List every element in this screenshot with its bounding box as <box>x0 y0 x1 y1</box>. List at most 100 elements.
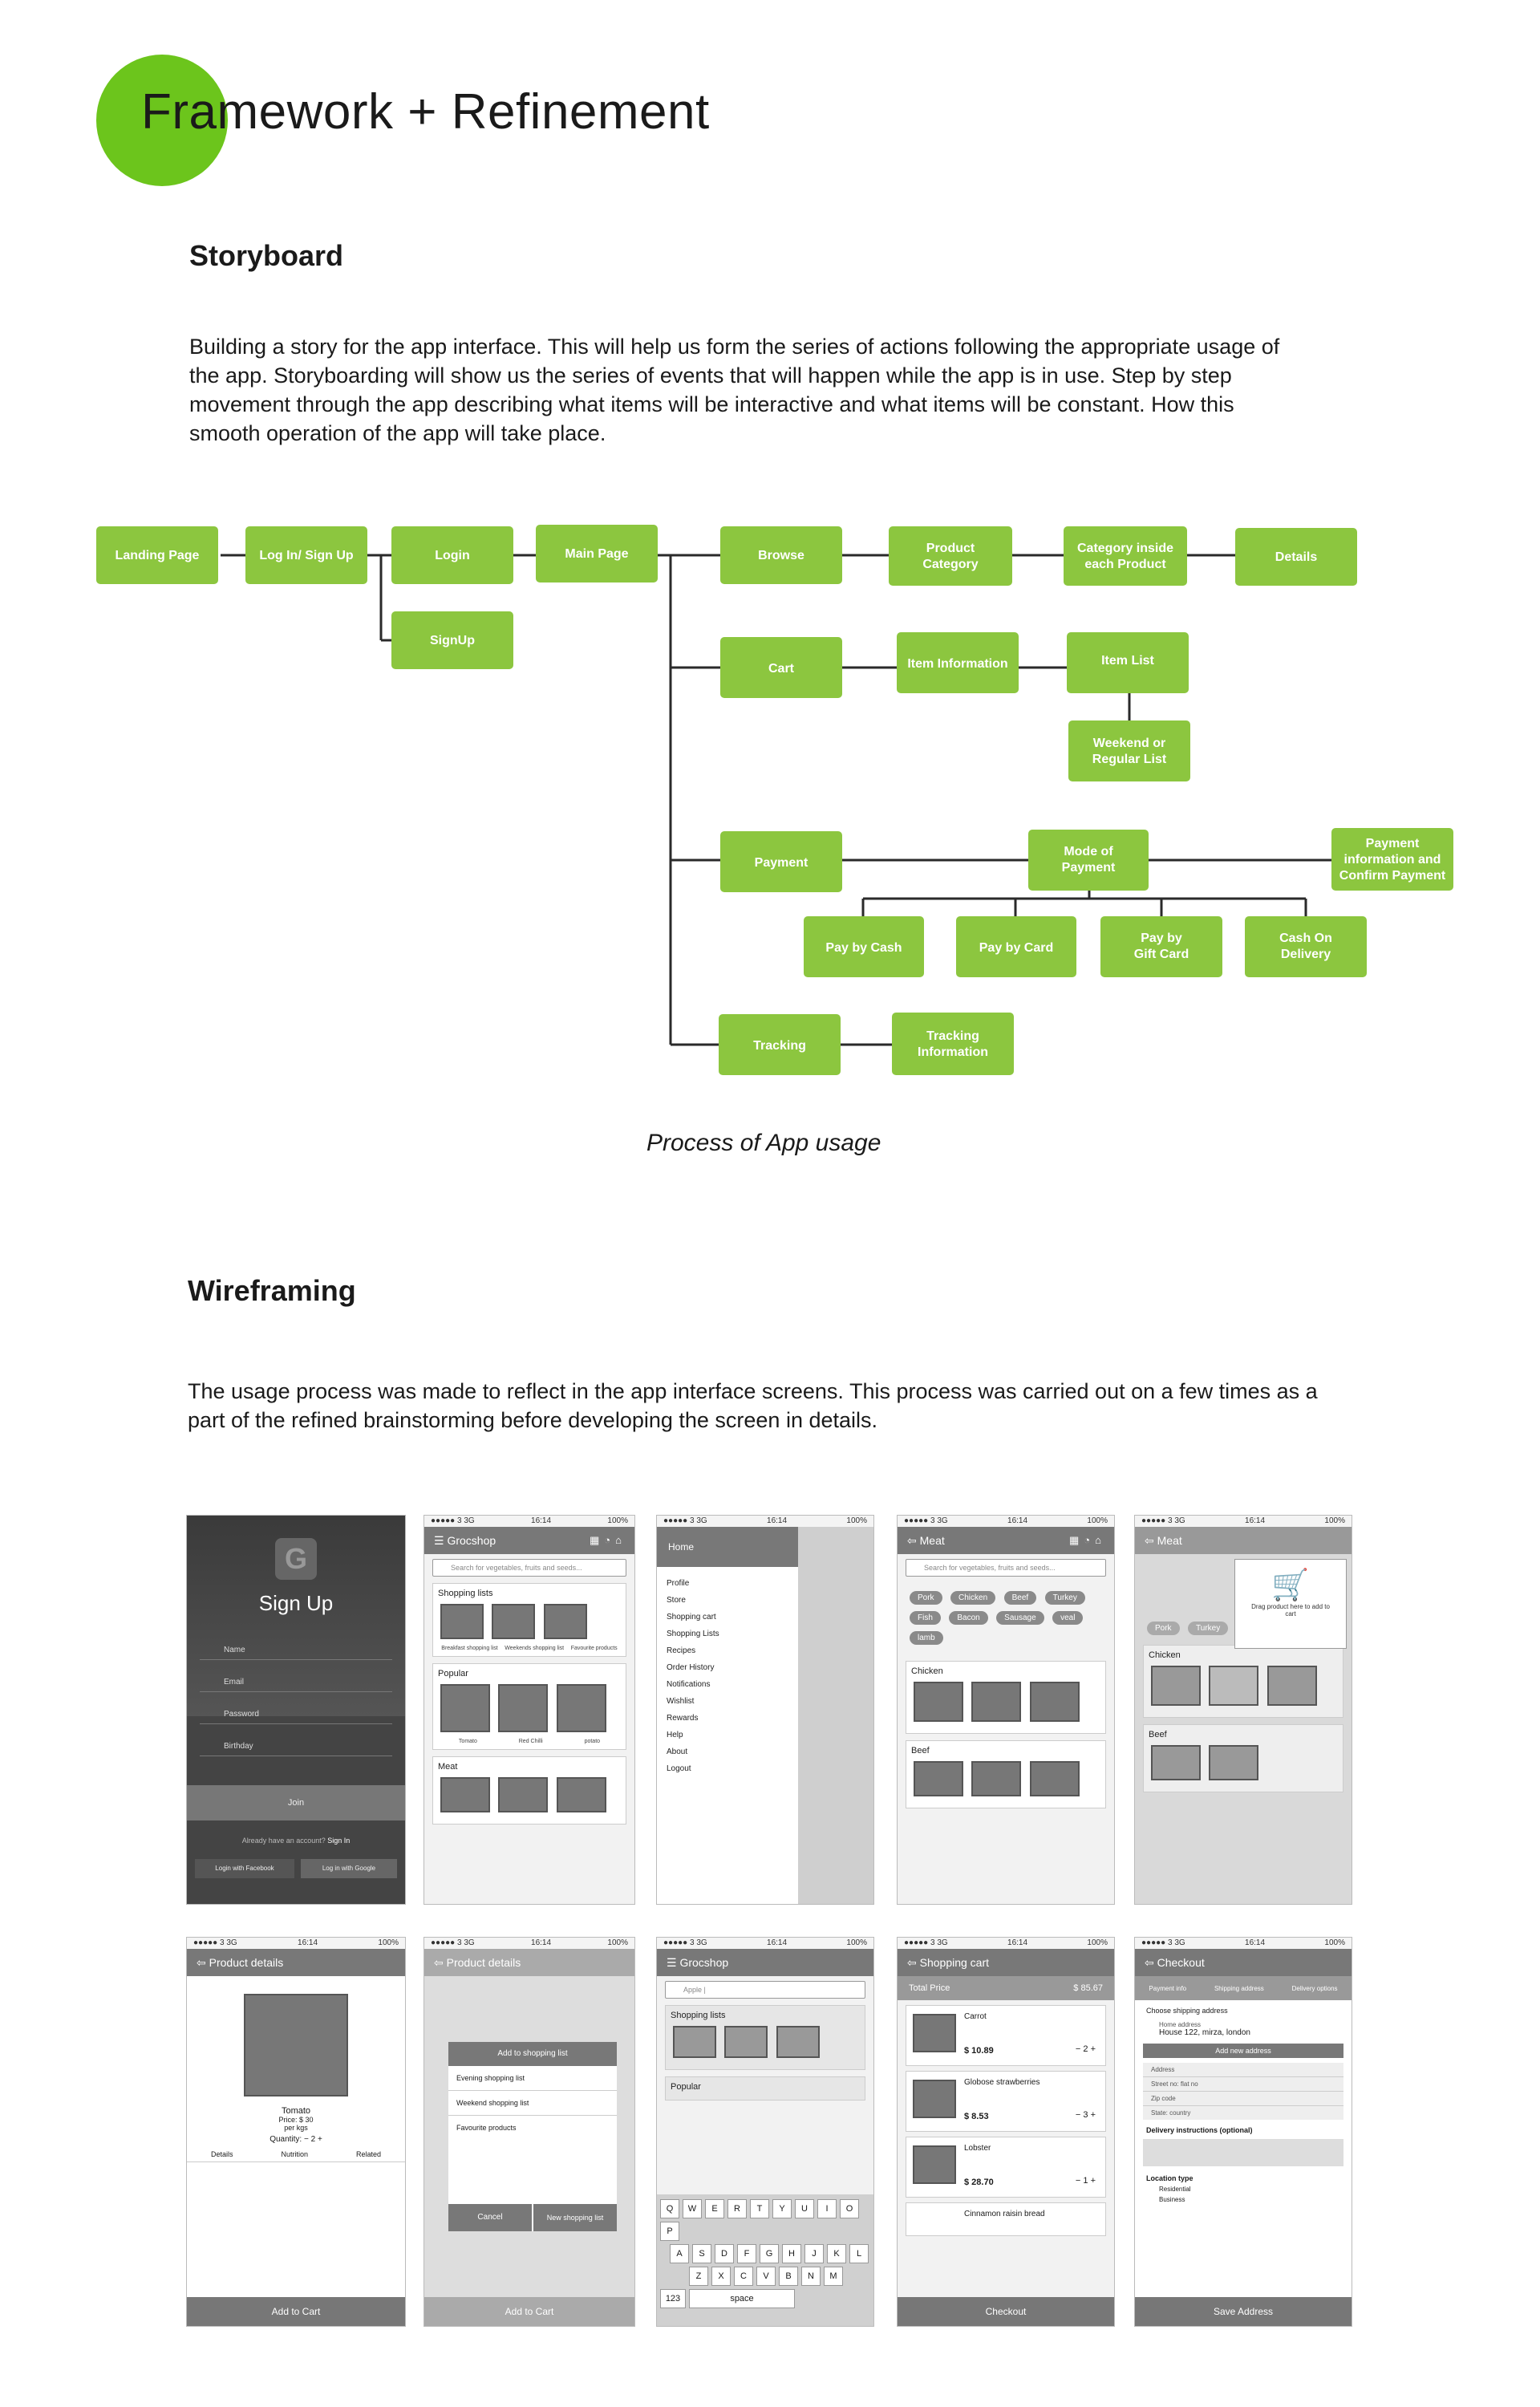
key[interactable]: L <box>849 2244 869 2263</box>
product-thumb[interactable] <box>971 1682 1022 1722</box>
list-option[interactable]: Favourite products <box>456 2124 517 2132</box>
address-field[interactable]: Address <box>1143 2063 1343 2077</box>
quantity-stepper[interactable]: Quantity: − 2 + <box>270 2135 322 2144</box>
list-thumb[interactable] <box>440 1604 484 1639</box>
appbar-actions[interactable]: ▦◔⌂ <box>590 1534 626 1546</box>
pill[interactable]: Turkey <box>1044 1591 1085 1605</box>
qty-stepper[interactable]: − 1 + <box>1075 2176 1096 2186</box>
numbers-key[interactable]: 123 <box>660 2289 686 2308</box>
qty-stepper[interactable]: − 3 + <box>1075 2110 1096 2120</box>
key[interactable]: V <box>756 2267 776 2286</box>
product-thumb[interactable] <box>1266 1666 1317 1706</box>
key[interactable]: N <box>801 2267 821 2286</box>
key[interactable]: J <box>804 2244 824 2263</box>
step-payment[interactable]: Payment info <box>1149 1984 1187 1992</box>
step-shipping[interactable]: Shipping address <box>1214 1984 1264 1992</box>
cancel-button[interactable]: Cancel <box>448 2204 532 2231</box>
pill[interactable]: veal <box>1052 1611 1084 1625</box>
key[interactable]: Q <box>660 2199 679 2218</box>
list-thumb[interactable] <box>492 1604 536 1639</box>
key[interactable]: T <box>750 2199 769 2218</box>
product-thumb[interactable] <box>498 1777 549 1812</box>
menu-item-shopping-cart[interactable]: Shopping cart <box>667 1613 716 1622</box>
tab-nutrition[interactable]: Nutrition <box>281 2150 308 2158</box>
pill[interactable]: Chicken <box>950 1591 996 1605</box>
save-address-button[interactable]: Save Address <box>1135 2297 1352 2326</box>
list-thumb[interactable] <box>724 2026 768 2058</box>
pill[interactable]: Fish <box>910 1611 941 1625</box>
menu-item-recipes[interactable]: Recipes <box>667 1646 696 1655</box>
product-thumb[interactable] <box>1029 1682 1080 1722</box>
step-delivery[interactable]: Delivery options <box>1291 1984 1338 1992</box>
product-thumb[interactable] <box>498 1684 549 1732</box>
list-option[interactable]: Weekend shopping list <box>448 2091 617 2116</box>
product-thumb[interactable] <box>440 1684 490 1732</box>
pill[interactable]: Pork <box>910 1591 942 1605</box>
menu-item-about[interactable]: About <box>667 1747 688 1756</box>
list-option[interactable]: Evening shopping list <box>448 2066 617 2091</box>
instructions-input[interactable] <box>1143 2139 1343 2166</box>
menu-item-help[interactable]: Help <box>667 1731 683 1739</box>
password-field[interactable]: Password <box>200 1692 392 1724</box>
product-thumb[interactable] <box>914 1682 963 1722</box>
key[interactable]: M <box>824 2267 843 2286</box>
key[interactable]: R <box>727 2199 747 2218</box>
business-option[interactable]: Business <box>1159 2196 1185 2203</box>
add-new-address-button[interactable]: Add new address <box>1143 2044 1343 2058</box>
google-login-button[interactable]: Log in with Google <box>301 1859 397 1878</box>
key[interactable]: G <box>760 2244 779 2263</box>
product-thumb[interactable] <box>440 1777 490 1812</box>
product-thumb[interactable] <box>556 1684 606 1732</box>
key[interactable]: U <box>795 2199 814 2218</box>
key[interactable]: W <box>683 2199 702 2218</box>
key[interactable]: P <box>660 2222 679 2241</box>
menu-item-logout[interactable]: Logout <box>667 1764 691 1773</box>
space-key[interactable]: space <box>689 2289 795 2308</box>
drop-cart-zone[interactable]: 🛒 Drag product here to add to cart <box>1234 1559 1347 1649</box>
key[interactable]: S <box>692 2244 711 2263</box>
email-field[interactable]: Email <box>200 1660 392 1692</box>
tab-details[interactable]: Details <box>210 2150 233 2158</box>
key[interactable]: Z <box>689 2267 708 2286</box>
key[interactable]: O <box>840 2199 859 2218</box>
tab-related[interactable]: Related <box>355 2150 381 2158</box>
pill[interactable]: Bacon <box>949 1611 988 1625</box>
product-thumb-dragging[interactable] <box>1209 1666 1259 1706</box>
menu-item-wishlist[interactable]: Wishlist <box>667 1697 695 1706</box>
zip-field[interactable]: Zip code <box>1143 2092 1343 2106</box>
key[interactable]: K <box>827 2244 846 2263</box>
street-field[interactable]: Street no: flat no <box>1143 2077 1343 2092</box>
key[interactable]: B <box>779 2267 798 2286</box>
product-thumb[interactable] <box>1151 1666 1201 1706</box>
name-field[interactable]: Name <box>200 1636 392 1660</box>
search-input[interactable]: Apple | <box>665 1981 865 1999</box>
pill[interactable]: Pork <box>1147 1622 1180 1635</box>
list-thumb[interactable] <box>673 2026 716 2058</box>
list-thumb[interactable] <box>776 2026 820 2058</box>
menu-item-shopping-lists[interactable]: Shopping Lists <box>667 1630 719 1638</box>
signin-link[interactable]: Sign In <box>327 1837 351 1845</box>
pill[interactable]: Sausage <box>996 1611 1044 1625</box>
residential-option[interactable]: Residential <box>1159 2186 1191 2193</box>
product-thumb[interactable] <box>556 1777 606 1812</box>
product-thumb[interactable] <box>971 1761 1022 1796</box>
home-address-value[interactable]: House 122, mirza, london <box>1159 2028 1250 2037</box>
menu-item-profile[interactable]: Profile <box>667 1579 690 1588</box>
add-to-cart-button[interactable]: Add to Cart <box>424 2297 634 2326</box>
menu-item-rewards[interactable]: Rewards <box>667 1714 699 1723</box>
checkout-button[interactable]: Checkout <box>898 2297 1114 2326</box>
new-list-button[interactable]: New shopping list <box>533 2204 617 2231</box>
product-thumb[interactable] <box>1029 1761 1080 1796</box>
facebook-login-button[interactable]: Login with Facebook <box>195 1859 294 1878</box>
join-button[interactable]: Join <box>187 1785 405 1820</box>
key[interactable]: I <box>817 2199 837 2218</box>
pill[interactable]: lamb <box>910 1631 943 1645</box>
add-to-cart-button[interactable]: Add to Cart <box>187 2297 405 2326</box>
birthday-field[interactable]: Birthday <box>200 1724 392 1756</box>
key[interactable]: Y <box>772 2199 792 2218</box>
list-thumb[interactable] <box>543 1604 587 1639</box>
pill[interactable]: Beef <box>1003 1591 1037 1605</box>
key[interactable]: F <box>737 2244 756 2263</box>
product-thumb[interactable] <box>1151 1745 1201 1780</box>
menu-item-order-history[interactable]: Order History <box>667 1663 715 1672</box>
